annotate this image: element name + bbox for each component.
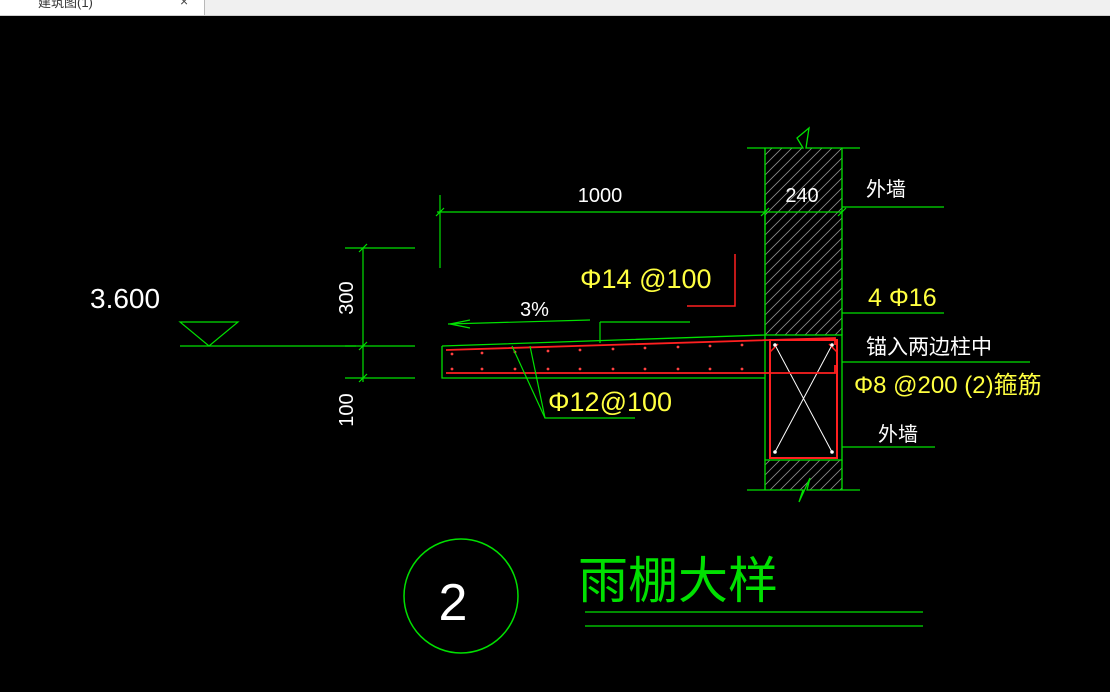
detail-circle bbox=[403, 538, 519, 654]
dimension-240: 240 bbox=[785, 185, 818, 207]
drawing-tab[interactable]: 建筑图(1) × bbox=[0, 0, 205, 15]
ring-beam bbox=[764, 334, 843, 461]
top-rebar-hook bbox=[687, 254, 736, 307]
distribution-bars bbox=[450, 343, 744, 371]
wall-label-bottom: 外墙 bbox=[878, 423, 918, 446]
bottom-rebar bbox=[446, 365, 836, 374]
break-line-top bbox=[747, 126, 860, 149]
dimension-1000: 1000 bbox=[578, 185, 623, 207]
elevation-label: 3.600 bbox=[90, 283, 160, 314]
slope-label: 3% bbox=[520, 299, 549, 321]
dimension-100: 100 bbox=[336, 393, 358, 426]
dimension-lines bbox=[178, 195, 1030, 627]
anchor-note: 锚入两边柱中 bbox=[866, 336, 992, 359]
stirrup-label: Φ8 @200 (2)箍筋 bbox=[854, 372, 1042, 399]
top-rebar bbox=[445, 337, 836, 351]
wall-label-top: 外墙 bbox=[866, 178, 906, 201]
cad-canvas[interactable]: 1000 240 外墙 300 100 3.600 3% Φ14 @100 Φ1… bbox=[0, 15, 1110, 692]
top-rebar-label: Φ14 @100 bbox=[580, 264, 712, 294]
dimension-300: 300 bbox=[336, 281, 358, 314]
canopy-slab bbox=[441, 334, 836, 379]
tab-bar: 建筑图(1) × bbox=[0, 0, 1110, 16]
detail-number: 2 bbox=[439, 574, 468, 632]
break-line-bottom bbox=[747, 477, 860, 503]
bottom-rebar-label: Φ12@100 bbox=[548, 387, 672, 417]
beam-bars-label: 4 Φ16 bbox=[868, 284, 937, 312]
close-icon[interactable]: × bbox=[180, 0, 189, 9]
detail-title: 雨棚大样 bbox=[578, 553, 778, 609]
tab-title: 建筑图(1) bbox=[38, 0, 93, 10]
